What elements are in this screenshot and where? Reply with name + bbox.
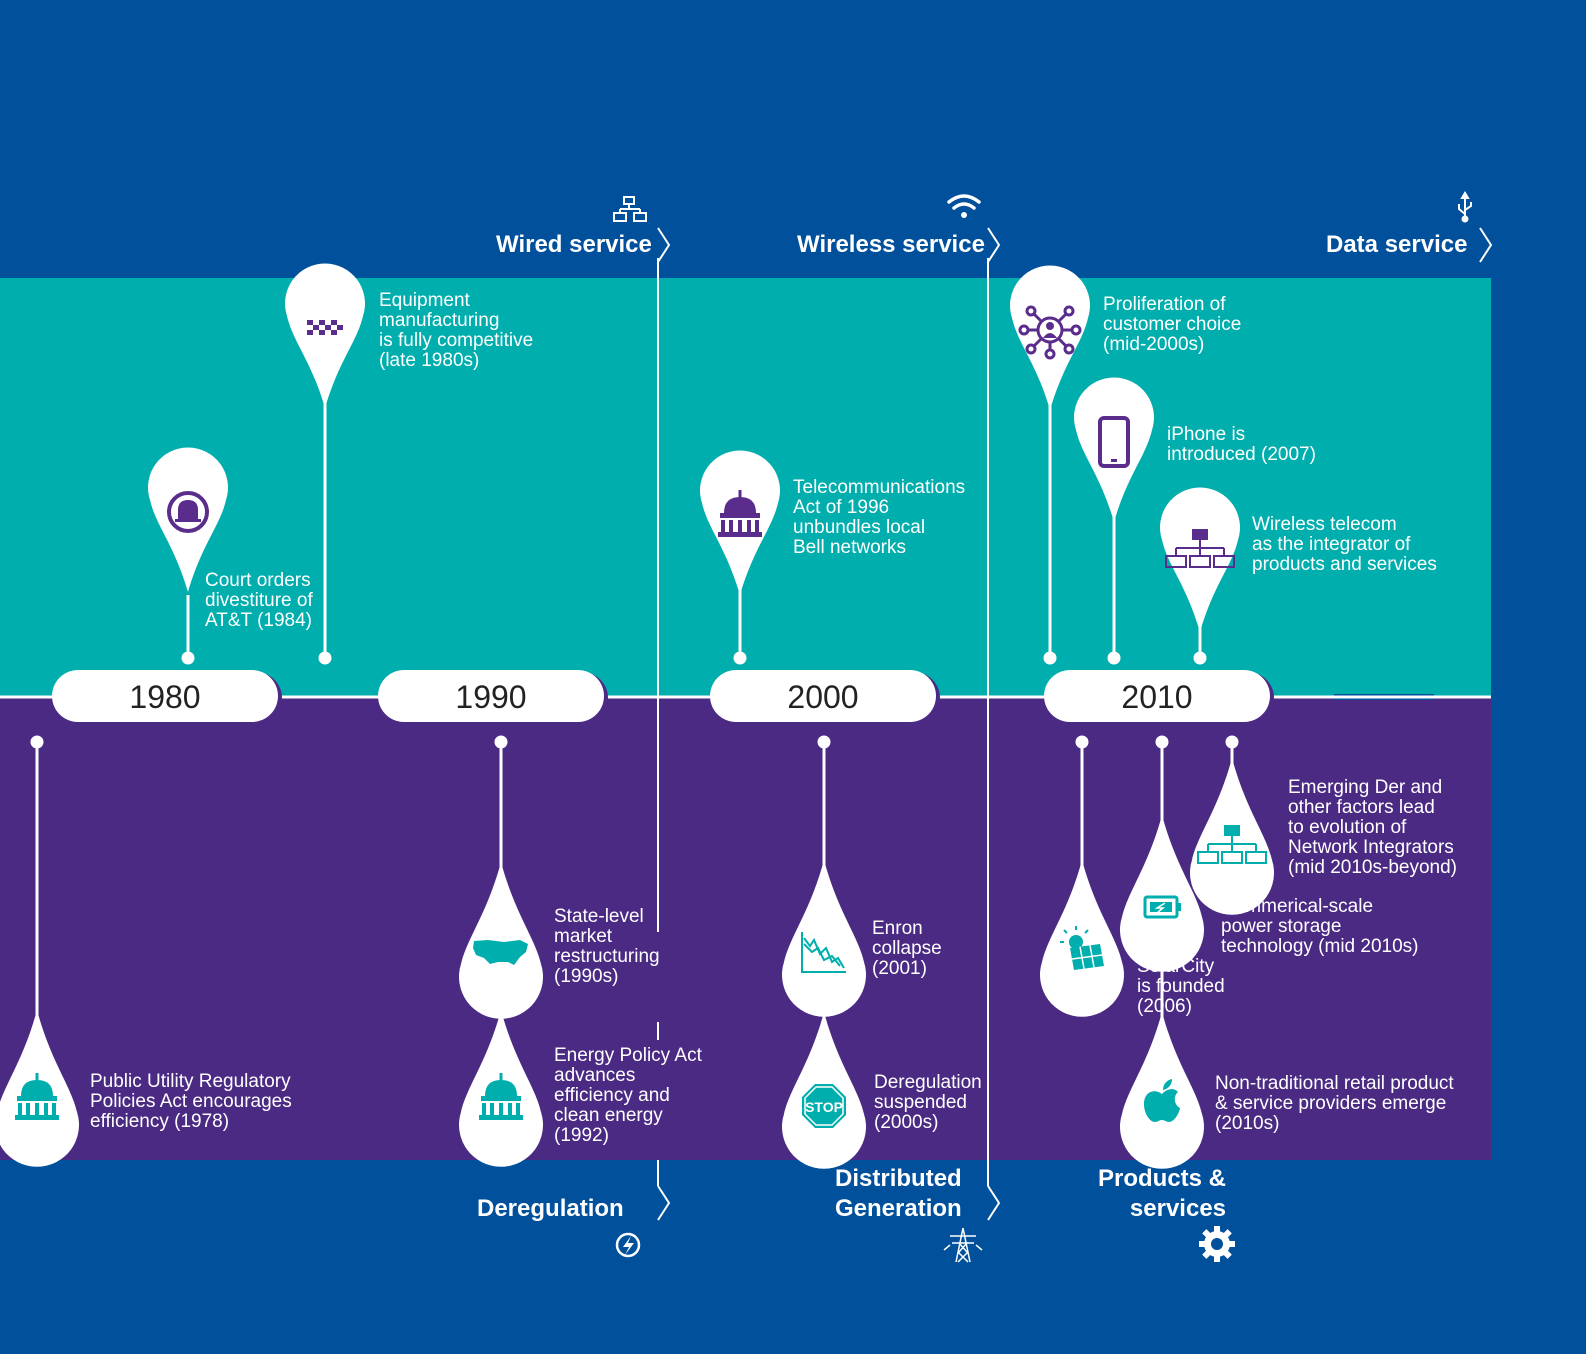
pin-iphone (1074, 377, 1154, 522)
event-court-orders-divestiture: Court orders divestiture of AT&T (1984) (205, 570, 313, 631)
event-equipment-manufacturing: Equipment manufacturing is fully competi… (379, 290, 534, 371)
event-network-integrators: Emerging Der and other factors lead to e… (1288, 777, 1457, 878)
year-2010: 2010 (1121, 679, 1193, 715)
solar-panel-icon (1060, 926, 1104, 970)
header-products-services: Products & services (1098, 1165, 1227, 1222)
lightning-circle-icon (615, 1232, 641, 1258)
checkered-flag-icon (307, 320, 343, 335)
year-1990: 1990 (455, 679, 527, 715)
drop-retail-providers (1120, 1012, 1204, 1169)
header-wired-service: Wired service (496, 231, 652, 258)
event-state-restructuring: State-level market restructuring (1990s) (554, 906, 660, 987)
drop-state-restructuring (459, 862, 543, 1019)
event-enron-collapse: Enron collapse (2001) (872, 918, 942, 979)
event-wireless-integrator: Wireless telecom as the integrator of pr… (1252, 514, 1437, 575)
bell-icon (167, 491, 209, 533)
gear-icon (1199, 1226, 1235, 1262)
event-telecommunications-act: Telecommunications Act of 1996 unbundles… (793, 477, 966, 558)
declining-chart-icon (801, 932, 846, 973)
section-dividers (657, 227, 1493, 1221)
stop-sign-text: STOP (805, 1099, 843, 1115)
stop-sign-icon: STOP (802, 1084, 846, 1128)
pin-court-orders (148, 447, 228, 592)
network-icon (613, 196, 647, 222)
pin-customer-choice (1010, 265, 1090, 410)
header-distributed-generation: Distributed Generation (835, 1165, 962, 1222)
transmission-tower-icon (943, 1227, 983, 1263)
event-customer-choice: Proliferation of customer choice (mid-20… (1103, 294, 1242, 355)
event-energy-policy-act: Energy Policy Act advances efficiency an… (554, 1045, 702, 1146)
drop-solarcity (1040, 860, 1124, 1017)
header-deregulation: Deregulation (477, 1195, 624, 1222)
event-power-storage: Commerical-scale power storage technolog… (1221, 896, 1419, 957)
header-data-service: Data service (1326, 231, 1468, 258)
usa-map-icon (473, 940, 528, 965)
wifi-icon (947, 194, 981, 218)
customer-network-icon (1018, 305, 1082, 360)
event-deregulation-suspended: Deregulation suspended (2000s) (874, 1072, 982, 1133)
drop-network-integrators (1190, 758, 1274, 915)
drop-deregulation-suspended: STOP (782, 1012, 866, 1169)
year-1980: 1980 (129, 679, 201, 715)
pin-wireless-integrator (1160, 487, 1240, 632)
battery-icon (1143, 895, 1181, 919)
pin-equipment (285, 263, 365, 408)
event-iphone-introduced: iPhone is introduced (2007) (1167, 424, 1316, 465)
usb-icon (1458, 191, 1472, 223)
event-solarcity-founded: SolarCity is founded (2006) (1137, 956, 1225, 1017)
smartphone-icon (1098, 416, 1130, 468)
event-purpa: Public Utility Regulatory Policies Act e… (90, 1071, 292, 1132)
event-retail-providers: Non-traditional retail product & service… (1215, 1073, 1454, 1134)
drop-power-storage (1120, 815, 1204, 972)
header-wireless-service: Wireless service (797, 231, 985, 258)
apple-logo-icon (1144, 1079, 1180, 1122)
drop-enron (782, 860, 866, 1017)
energy-band (0, 698, 1491, 1160)
year-2000: 2000 (787, 679, 859, 715)
year-pills (52, 670, 1274, 724)
